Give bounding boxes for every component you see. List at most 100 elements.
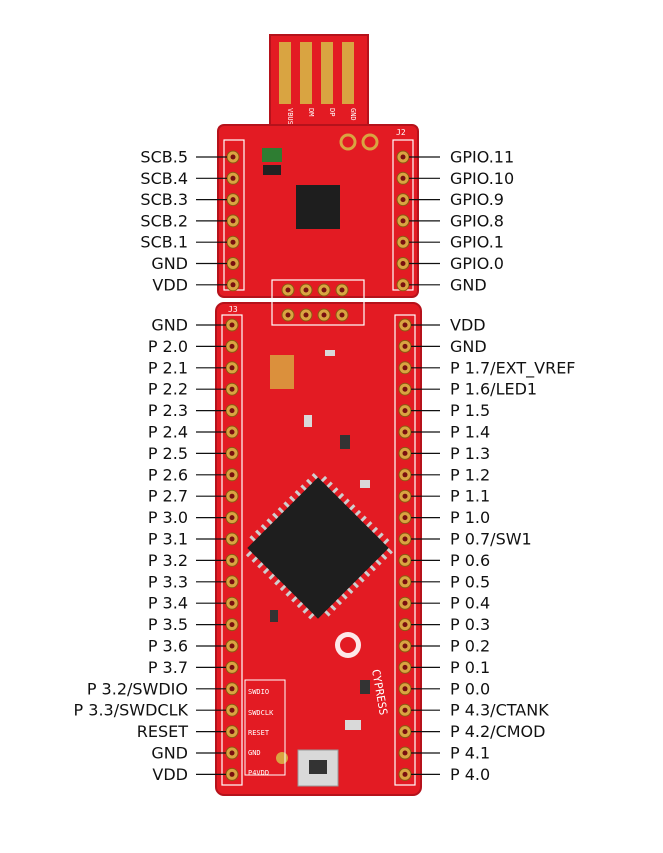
silk-gnd: GND — [248, 749, 261, 757]
smd-component — [360, 480, 370, 488]
pin-label: P 0.0 — [450, 679, 490, 698]
push-button-cap — [309, 760, 327, 774]
swd-silk-box — [244, 679, 286, 776]
pin-label: P 3.1 — [148, 530, 188, 549]
chip-lead — [380, 553, 388, 561]
chip-lead — [371, 526, 379, 534]
pin-label: GND — [151, 744, 188, 763]
pin-label: GPIO.1 — [450, 233, 504, 252]
pin-label: P 3.7 — [148, 658, 188, 677]
chip-lead — [335, 598, 343, 606]
header-pad-hole — [402, 472, 408, 478]
pin-label: P 2.4 — [148, 423, 188, 442]
header-pad-hole — [402, 493, 408, 499]
pin-label: P 3.6 — [148, 637, 188, 656]
chip-lead — [255, 529, 262, 536]
pin-label: VDD — [152, 765, 188, 784]
pin-label: GPIO.8 — [450, 211, 504, 230]
pin-label: P 4.0 — [450, 765, 490, 784]
silk-reset: RESET — [248, 729, 270, 737]
pin-label: GND — [151, 254, 188, 273]
test-pad — [361, 133, 379, 151]
chip-lead — [257, 562, 264, 569]
header-pad-hole — [229, 450, 235, 456]
right-main-header-outline — [394, 314, 416, 786]
chip-lead — [308, 613, 315, 620]
pin-label: P 0.3 — [450, 615, 490, 634]
header-pad-hole — [402, 686, 408, 692]
usb-pad — [321, 42, 333, 104]
chip-lead — [272, 512, 279, 520]
usb-bridge-chip — [296, 185, 340, 229]
pin-label: SCB.3 — [140, 190, 188, 209]
cypress-logo: CYPRESS — [335, 632, 390, 716]
test-pad — [276, 752, 288, 764]
header-pad-hole — [229, 622, 235, 628]
smd-component — [360, 680, 370, 694]
pin-label: P 0.7/SW1 — [450, 530, 532, 549]
pin-label: P 0.6 — [450, 551, 490, 570]
chip-lead — [249, 535, 256, 542]
header-pad-hole — [229, 472, 235, 478]
chip-lead — [279, 584, 287, 592]
chip-lead — [311, 473, 318, 480]
header-pad-hole — [402, 429, 408, 435]
header-pad-hole — [230, 175, 236, 181]
chip-lead — [296, 601, 304, 609]
program-header-pads — [281, 283, 349, 322]
header-pad-hole — [402, 750, 408, 756]
program-pad-hole — [339, 312, 345, 318]
test-pad — [339, 133, 357, 151]
header-pad-hole — [229, 664, 235, 670]
chip-lead — [346, 587, 354, 594]
program-pad-hole — [321, 312, 327, 318]
program-pad-hole — [285, 312, 291, 318]
pin-label: P 1.2 — [450, 465, 490, 484]
chip-lead — [386, 548, 393, 555]
silk-j3: J3 — [228, 305, 238, 314]
program-pad-hole — [303, 287, 309, 293]
silk-p4vdd: P4VDD — [248, 769, 269, 777]
smd-component — [304, 415, 312, 427]
pin-label: SCB.2 — [140, 211, 188, 230]
header-pad-hole — [229, 429, 235, 435]
header-pad-hole — [400, 175, 406, 181]
header-pad-hole — [402, 322, 408, 328]
header-pad-hole — [402, 408, 408, 414]
pin-labels: SCB.5SCB.4SCB.3SCB.2SCB.1GNDVDDGPIO.11GP… — [74, 148, 576, 784]
pin-label: P 3.3/SWDCLK — [74, 701, 189, 720]
pin-label: RESET — [137, 722, 188, 741]
chip-lead — [341, 593, 348, 600]
header-pad-hole — [230, 239, 236, 245]
header-pad-hole — [402, 664, 408, 670]
pin-label: P 3.2/SWDIO — [87, 679, 188, 698]
chip-lead — [266, 518, 273, 525]
program-pad-hole — [321, 287, 327, 293]
header-pad-hole — [229, 686, 235, 692]
chip-lead — [245, 550, 253, 558]
pin-label: P 1.6/LED1 — [450, 380, 537, 399]
header-pad-hole — [229, 557, 235, 563]
header-pad-hole — [230, 282, 236, 288]
pin-label: GPIO.0 — [450, 254, 504, 273]
program-header-outline — [271, 279, 365, 326]
header-pad-hole — [402, 579, 408, 585]
header-pad-hole — [400, 218, 406, 224]
header-pad-hole — [229, 343, 235, 349]
chip-lead — [320, 475, 328, 483]
header-pad-hole — [229, 408, 235, 414]
chip-lead — [283, 501, 290, 508]
pin-label: P 2.5 — [148, 444, 188, 463]
header-pad-hole — [229, 729, 235, 735]
pin-label: GND — [151, 316, 188, 335]
chip-lead — [302, 607, 309, 614]
chip-lead — [289, 495, 296, 503]
chip-lead — [369, 564, 376, 572]
pin-label: P 1.7/EXT_VREF — [450, 358, 576, 378]
pin-label: GND — [450, 337, 487, 356]
chip-lead — [260, 523, 268, 531]
header-pad-hole — [229, 322, 235, 328]
header-pad-hole — [402, 729, 408, 735]
